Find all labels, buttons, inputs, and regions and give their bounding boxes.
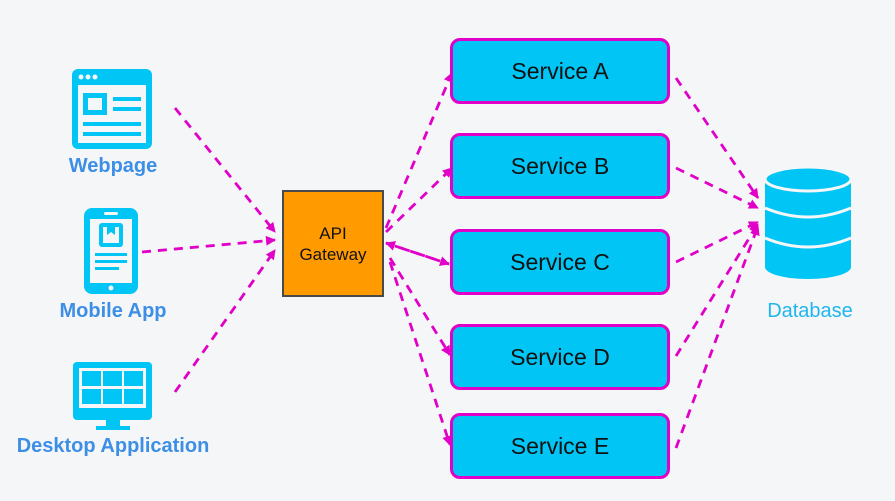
arrow-gateway-to-service-b [385, 166, 453, 234]
arrow-gateway-to-service-a [384, 72, 454, 229]
client-label-desktop-application: Desktop Application [16, 435, 210, 457]
arrow-service-a-to-database [674, 77, 760, 199]
service-d: Service D [450, 324, 670, 390]
database-icon [763, 165, 853, 279]
gateway-label-line-1: API [319, 223, 347, 243]
client-label-mobile-app: Mobile App [59, 300, 167, 322]
mobile-app-icon [84, 208, 138, 294]
arrow-desktop-to-gateway [173, 249, 277, 393]
arrow-gateway-to-service-e [388, 261, 452, 446]
api-gateway: API Gateway [282, 190, 384, 297]
arrow-service-d-to-database [674, 223, 760, 357]
service-c: Service C [450, 229, 670, 295]
database-label: Database [767, 300, 853, 322]
arrow-gateway-to-service-d [388, 257, 452, 356]
service-e: Service E [450, 413, 670, 479]
arrow-service-c-to-gateway [385, 241, 450, 266]
arrow-webpage-to-gateway [173, 107, 277, 233]
client-label-webpage: Webpage [68, 155, 158, 177]
service-b: Service B [450, 133, 670, 199]
desktop-icon [73, 362, 152, 430]
webpage-icon [72, 69, 152, 149]
gateway-label-line-2: Gateway [299, 244, 367, 264]
service-a: Service A [450, 38, 670, 104]
arrow-service-b-to-database [675, 166, 759, 210]
arrow-mobile-to-gateway [141, 235, 276, 254]
arrow-service-e-to-database [674, 225, 760, 449]
